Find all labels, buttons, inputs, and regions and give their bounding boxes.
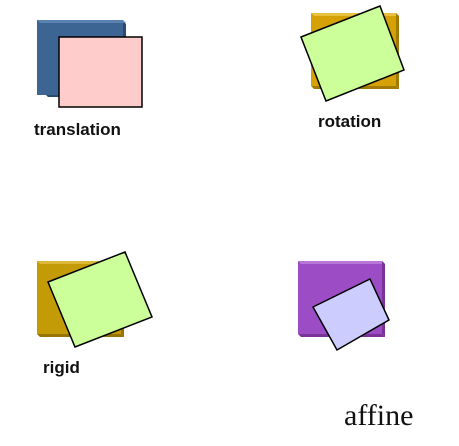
translation-panel — [37, 20, 143, 108]
translation-label: translation — [34, 120, 121, 139]
rigid-overlay-square — [47, 251, 153, 348]
affine-label: affine — [344, 399, 414, 432]
rotation-panel — [300, 5, 405, 102]
rigid-panel — [37, 251, 153, 348]
affine-panel — [298, 261, 390, 352]
rotation-overlay-square — [300, 5, 405, 102]
affine-overlay-square — [311, 277, 390, 352]
rigid-label: rigid — [43, 358, 80, 377]
rotation-label: rotation — [318, 112, 382, 131]
translation-overlay-square — [58, 36, 143, 108]
